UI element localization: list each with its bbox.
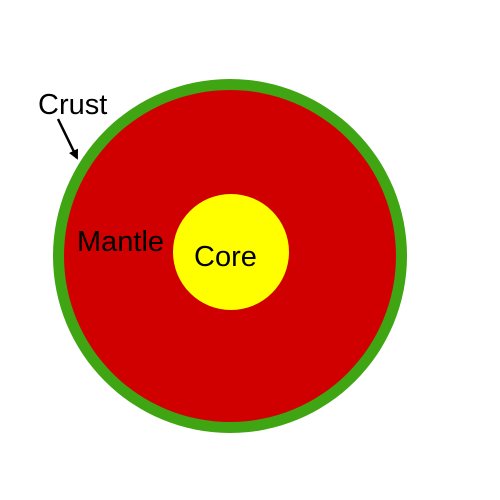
mantle-label: Mantle — [77, 226, 164, 258]
crust-label: Crust — [38, 89, 107, 121]
core-label: Core — [194, 241, 257, 273]
core-layer — [173, 194, 289, 310]
crust-pointer-arrow — [56, 118, 79, 160]
